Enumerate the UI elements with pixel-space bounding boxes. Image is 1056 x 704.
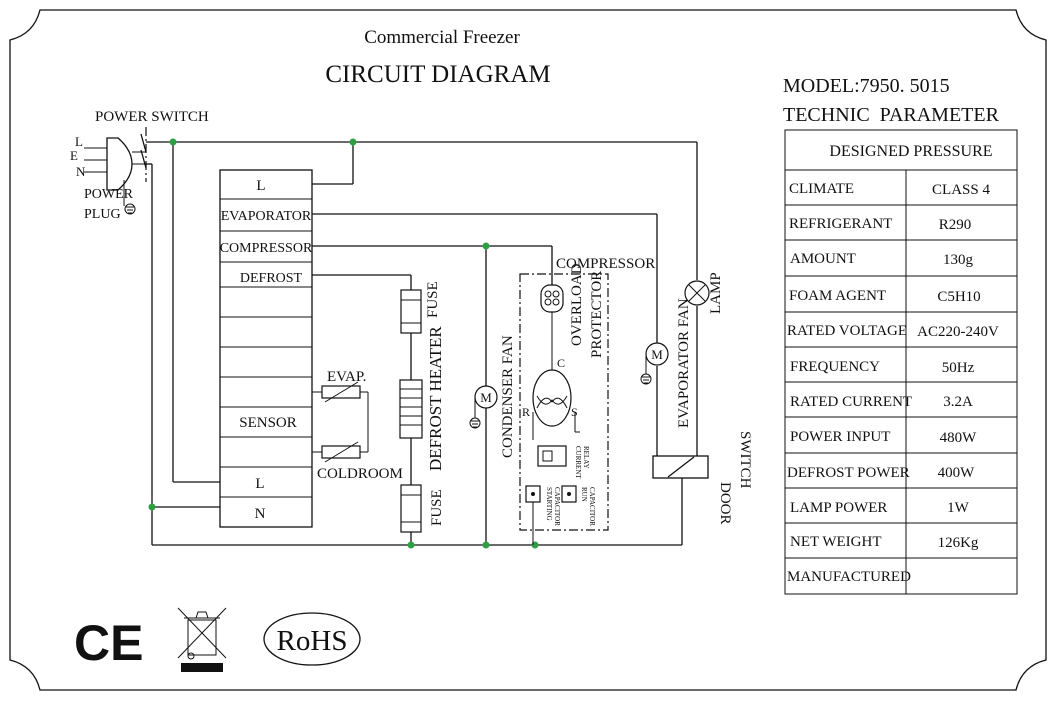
param-value-foam-agent: C5H10 bbox=[937, 289, 980, 305]
table-heading: DESIGNED PRESSURE bbox=[829, 143, 992, 160]
terminal-l-bottom: L bbox=[255, 476, 264, 492]
rohs-logo: RoHS bbox=[263, 612, 361, 666]
plug-label-n: N bbox=[76, 164, 86, 179]
terminal-r-label: R bbox=[522, 405, 530, 419]
param-label-refrigerant: REFRIGERANT bbox=[789, 216, 892, 232]
starting-cap-label-1: STARTING bbox=[545, 487, 553, 521]
condenser-fan-motor: M bbox=[480, 390, 492, 405]
parameter-table: DESIGNED PRESSURE CLIMATE CLASS 4 REFRIG… bbox=[784, 129, 1018, 595]
param-label-frequency: FREQUENCY bbox=[790, 359, 880, 375]
param-label-lamp-power: LAMP POWER bbox=[790, 500, 887, 516]
starting-cap-label-2: CAPACITOR bbox=[553, 487, 561, 526]
power-plug: L E N POWER PLUG bbox=[70, 134, 146, 222]
param-label-power-input: POWER INPUT bbox=[790, 429, 890, 445]
door-switch-label-2: SWITCH bbox=[737, 431, 753, 489]
ce-logo: CE bbox=[74, 615, 143, 671]
param-label-amount: AMOUNT bbox=[790, 251, 856, 267]
evap-sensor: EVAP. bbox=[321, 369, 366, 403]
ground-icon bbox=[640, 373, 652, 385]
ce-mark: CE bbox=[74, 615, 143, 671]
rohs-mark: RoHS bbox=[277, 625, 348, 657]
overload-label-2: PROTECTOR bbox=[589, 271, 605, 358]
param-label-foam-agent: FOAM AGENT bbox=[789, 288, 886, 304]
condenser-fan-label: CONDENSER FAN bbox=[500, 335, 516, 458]
param-value-climate: CLASS 4 bbox=[932, 182, 990, 198]
current-relay-label-1: CURRENT bbox=[574, 446, 582, 479]
terminal-s-label: S bbox=[571, 405, 578, 419]
terminal-c-label: C bbox=[557, 356, 565, 370]
terminal-evaporator: EVAPORATOR bbox=[221, 209, 312, 224]
param-value-net-weight: 126Kg bbox=[938, 535, 979, 551]
param-value-power-input: 480W bbox=[940, 430, 978, 446]
door-switch-label-1: DOOR bbox=[717, 482, 733, 525]
fuse-top: FUSE bbox=[400, 281, 441, 334]
terminal-compressor: COMPRESSOR bbox=[220, 241, 313, 256]
plug-label-e: E bbox=[70, 148, 78, 163]
overload-protector: OVERLOAD PROTECTOR bbox=[540, 263, 605, 370]
overload-label-1: OVERLOAD bbox=[569, 263, 585, 346]
param-value-lamp-power: 1W bbox=[947, 500, 970, 516]
evaporator-fan: M EVAPORATOR FAN bbox=[640, 298, 692, 428]
ground-icon bbox=[124, 203, 136, 215]
junctions bbox=[148, 138, 539, 549]
param-label-net-weight: NET WEIGHT bbox=[790, 534, 882, 550]
page-frame bbox=[9, 9, 1047, 691]
run-capacitor: RUN CAPACITOR bbox=[561, 485, 596, 526]
param-value-rated-current: 3.2A bbox=[943, 394, 973, 410]
fuse-bottom-label: FUSE bbox=[429, 489, 445, 526]
power-plug-label-1: POWER bbox=[84, 187, 134, 202]
param-value-frequency: 50Hz bbox=[942, 360, 975, 376]
lamp-label: LAMP bbox=[708, 272, 724, 314]
power-switch: POWER SWITCH bbox=[95, 109, 209, 182]
plug-label-l: L bbox=[75, 134, 83, 149]
power-plug-label-2: PLUG bbox=[84, 207, 121, 222]
current-relay-label-2: RELAY bbox=[582, 446, 590, 469]
param-value-rated-voltage: AC220-240V bbox=[917, 324, 999, 340]
power-switch-label: POWER SWITCH bbox=[95, 109, 209, 125]
compressor-motor: C R S bbox=[522, 356, 580, 440]
weee-bin-icon bbox=[177, 607, 227, 672]
param-label-climate: CLIMATE bbox=[789, 181, 854, 197]
param-value-defrost-power: 400W bbox=[938, 465, 976, 481]
diagram-title: CIRCUIT DIAGRAM bbox=[325, 61, 550, 88]
run-cap-label-2: CAPACITOR bbox=[588, 487, 596, 526]
current-relay: CURRENT RELAY bbox=[537, 445, 590, 479]
compressor-assembly: COMPRESSOR OVERLOAD PROTECTOR C R S CURR… bbox=[519, 256, 655, 545]
coldroom-sensor: COLDROOM bbox=[317, 441, 403, 482]
param-label-defrost-power: DEFROST POWER bbox=[787, 465, 910, 481]
model-label: MODEL:7950. 5015 bbox=[783, 75, 950, 97]
evaporator-fan-motor: M bbox=[651, 347, 663, 362]
evap-sensor-label: EVAP. bbox=[327, 369, 366, 385]
condenser-fan: M CONDENSER FAN bbox=[469, 335, 516, 458]
terminal-sensor: SENSOR bbox=[239, 415, 297, 431]
param-value-amount: 130g bbox=[943, 252, 974, 268]
lamp: LAMP bbox=[684, 272, 724, 314]
diagram-subtitle: Commercial Freezer bbox=[364, 27, 520, 48]
params-heading: TECHNIC PARAMETER bbox=[783, 104, 1000, 126]
param-value-refrigerant: R290 bbox=[939, 217, 972, 233]
terminal-n: N bbox=[255, 506, 266, 522]
defrost-heater: DEFROST HEATER bbox=[399, 326, 445, 471]
param-label-rated-current: RATED CURRENT bbox=[790, 394, 912, 410]
terminal-defrost: DEFROST bbox=[240, 271, 303, 286]
run-cap-label-1: RUN bbox=[580, 487, 588, 502]
door-switch: DOOR SWITCH bbox=[652, 431, 753, 525]
fuse-top-label: FUSE bbox=[425, 281, 441, 318]
controller-block: L EVAPORATOR COMPRESSOR DEFROST SENSOR L… bbox=[219, 169, 313, 528]
ground-icon bbox=[469, 417, 481, 429]
param-label-rated-voltage: RATED VOLTAGE bbox=[787, 323, 907, 339]
compressor-label: COMPRESSOR bbox=[556, 256, 655, 272]
evaporator-fan-label: EVAPORATOR FAN bbox=[676, 298, 692, 428]
fuse-bottom: FUSE bbox=[400, 484, 445, 533]
terminal-l-top: L bbox=[256, 178, 265, 194]
param-label-manufactured: MANUFACTURED bbox=[787, 569, 911, 585]
defrost-heater-label: DEFROST HEATER bbox=[426, 326, 445, 471]
starting-capacitor: STARTING CAPACITOR bbox=[525, 485, 561, 526]
coldroom-sensor-label: COLDROOM bbox=[317, 466, 403, 482]
